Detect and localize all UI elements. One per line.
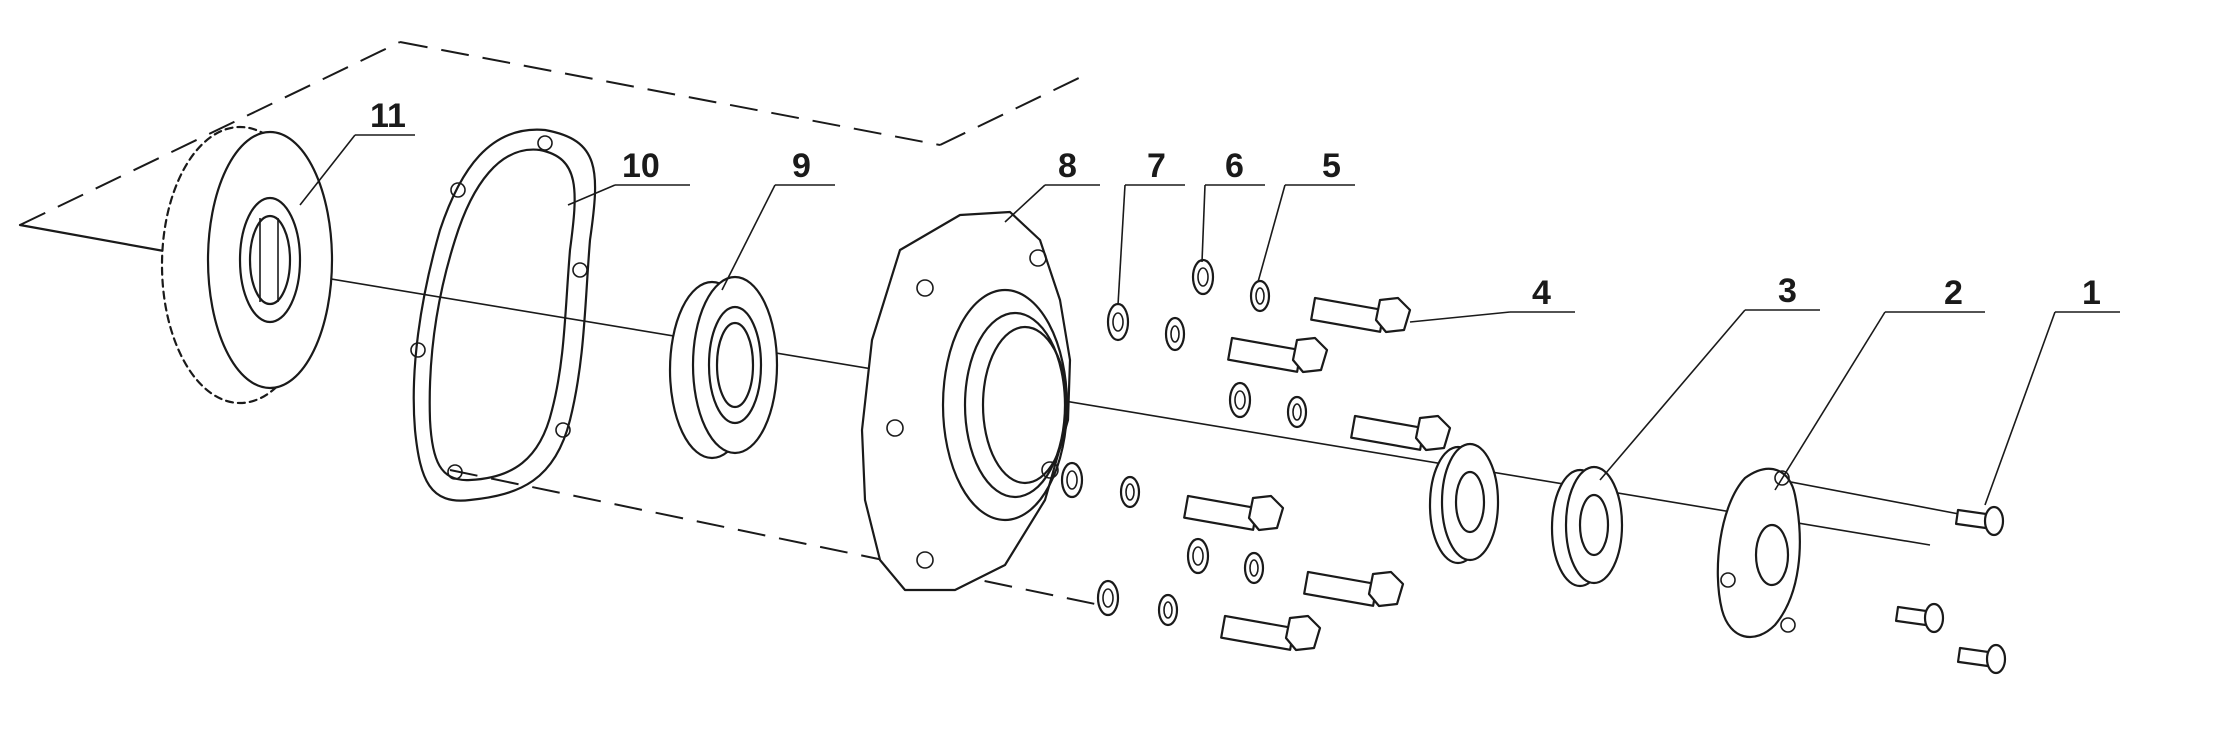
callout-5: 5 bbox=[1322, 147, 1341, 185]
bolt bbox=[1303, 570, 1405, 608]
housing-part-8 bbox=[860, 210, 1072, 592]
spacer-ring bbox=[1428, 442, 1500, 565]
callout-2: 2 bbox=[1944, 274, 1963, 312]
callout-labels: 1 2 3 4 5 6 7 8 9 10 11 bbox=[370, 97, 2101, 312]
bolt bbox=[1310, 296, 1412, 334]
callout-4: 4 bbox=[1532, 274, 1551, 312]
callout-8: 8 bbox=[1058, 147, 1077, 185]
callout-9: 9 bbox=[792, 147, 811, 185]
callout-10: 10 bbox=[622, 147, 660, 185]
gear-part-11 bbox=[160, 125, 334, 405]
washers-group bbox=[1060, 258, 1308, 627]
bolts-group bbox=[1183, 296, 1452, 652]
bolt bbox=[1220, 614, 1322, 652]
callout-1: 1 bbox=[2082, 274, 2101, 312]
callout-3: 3 bbox=[1778, 272, 1797, 310]
leader-lines bbox=[299, 134, 2120, 506]
callout-6: 6 bbox=[1225, 147, 1244, 185]
bolt bbox=[1183, 494, 1285, 532]
screw bbox=[1894, 602, 1945, 634]
bearing-part-9 bbox=[668, 275, 779, 460]
bolt bbox=[1227, 336, 1329, 374]
callout-11: 11 bbox=[370, 97, 406, 135]
callout-7: 7 bbox=[1147, 147, 1166, 185]
screw bbox=[1956, 643, 2007, 675]
screw bbox=[1954, 505, 2005, 537]
screws-part-1 bbox=[1894, 505, 2007, 675]
bolt bbox=[1350, 414, 1452, 452]
seal-ring-part-3 bbox=[1550, 465, 1624, 588]
retainer-plate-part-2 bbox=[1716, 467, 1801, 639]
gasket-part-10 bbox=[410, 128, 597, 502]
